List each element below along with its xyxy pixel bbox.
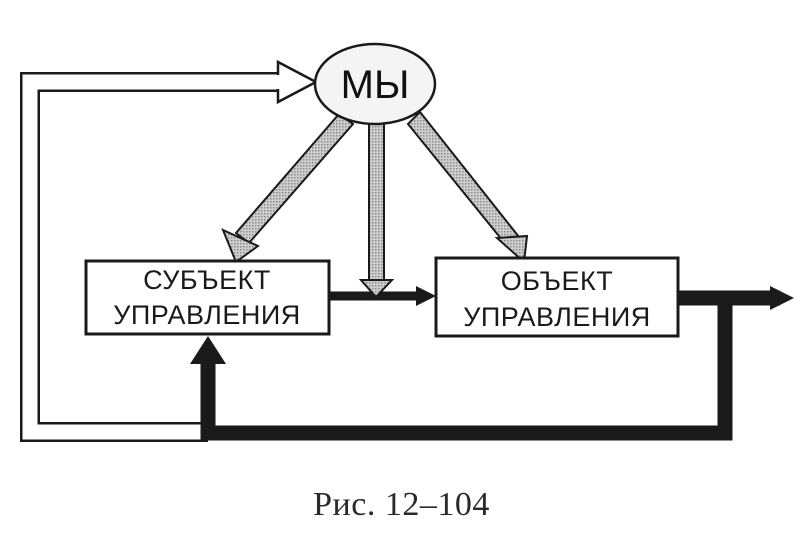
subject-box-line2: УПРАВЛЕНИЯ (113, 300, 301, 330)
we-node-label: МЫ (341, 63, 410, 107)
subject-box-line1: СУБЪЕКТ (143, 265, 271, 295)
outer-feedback-arrow (20, 59, 319, 442)
we-to-subject-arrow (221, 112, 355, 264)
object-box-line1: ОБЪЕКТ (501, 266, 613, 296)
we-to-object-arrow (406, 110, 529, 265)
subject-box: СУБЪЕКТ УПРАВЛЕНИЯ (84, 259, 331, 336)
object-box: ОБЪЕКТ УПРАВЛЕНИЯ (434, 256, 680, 338)
figure-caption: Рис. 12–104 (313, 486, 490, 523)
we-to-center-arrow (358, 121, 395, 299)
object-box-line2: УПРАВЛЕНИЯ (463, 302, 651, 332)
we-node: МЫ (313, 42, 437, 126)
output-arrow (678, 286, 794, 310)
